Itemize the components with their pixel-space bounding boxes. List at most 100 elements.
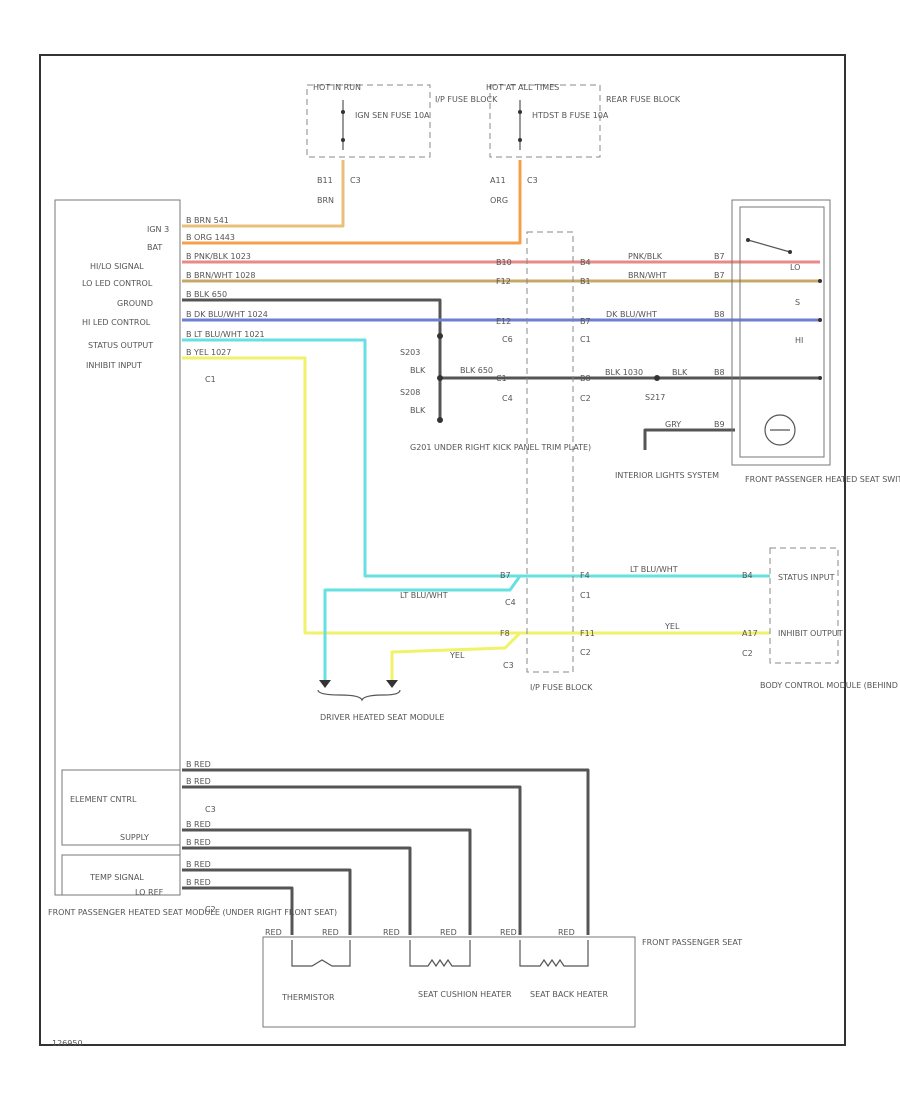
lower-w2: B RED: [186, 777, 211, 786]
wire-bat-org: [182, 160, 522, 245]
body-control-module: LT BLU/WHT B4 STATUS INPUT YEL A17 INHIB…: [630, 547, 900, 690]
wire-label-ground: B BLK 650: [186, 290, 227, 299]
switch-pin-loled: B7: [714, 271, 725, 280]
wire-label-status: B LT BLU/WHT 1021: [186, 330, 265, 339]
seat-s6: RED: [558, 928, 575, 937]
ip-status-right: F4: [580, 571, 590, 580]
label-inhibit: INHIBIT INPUT: [86, 361, 142, 370]
label-conn-c1: C1: [205, 375, 216, 384]
label-temp: TEMP SIGNAL: [89, 873, 144, 882]
ip-fuse-block: I/P FUSE BLOCK B10 F12 E12 C6 C1 C4 B4 B…: [496, 231, 595, 692]
seat-name: FRONT PASSENGER SEAT: [642, 938, 742, 947]
fuse-left-header: HOT IN RUN: [313, 83, 361, 92]
wire-gry: [643, 428, 735, 450]
ip-c2a: C2: [580, 394, 591, 403]
ip-loled-pin: F12: [496, 277, 511, 286]
bcm-inhibit-pin: A17: [742, 629, 758, 638]
wire-element-1: [182, 768, 590, 935]
switch-name: FRONT PASSENGER HEATED SEAT SWITCH: [745, 475, 900, 484]
lower-w6: B RED: [186, 878, 211, 887]
passenger-seat-module: IGN 3 BAT HI/LO SIGNAL LO LED CONTROL GR…: [48, 199, 337, 917]
heated-seat-switch: LO HI S PNK/BLK BRN/WHT DK BLU/WHT B7 B7…: [605, 199, 900, 484]
switch-blk-wire: BLK: [672, 368, 688, 377]
driver-heated-seat-module: LT BLU/WHT YEL DRIVER HEATED SEAT MODULE: [317, 591, 465, 722]
wire-label-hiled: B DK BLU/WHT 1024: [186, 310, 268, 319]
wire-driver-ltblu: [323, 575, 522, 680]
fuse-right-location: REAR FUSE BLOCK: [606, 95, 681, 104]
switch-lo: LO: [790, 263, 800, 272]
passenger-seat: RED RED RED RED RED RED THERMISTOR SEAT …: [262, 928, 742, 1028]
bcm-status-pin: B4: [742, 571, 753, 580]
switch-hiled-wire: DK BLU/WHT: [606, 310, 657, 319]
lower-w3: B RED: [186, 820, 211, 829]
interior-lights: INTERIOR LIGHTS SYSTEM: [615, 471, 719, 480]
driver-wire1: LT BLU/WHT: [400, 591, 448, 600]
splice-s1: S203: [400, 348, 420, 357]
ground-splices: S203 BLK S208 BLK G201 UNDER RIGHT KICK …: [400, 333, 591, 452]
seat-s4: RED: [440, 928, 457, 937]
label-element: ELEMENT CNTRL: [70, 795, 137, 804]
switch-gry: GRY: [665, 420, 681, 429]
fuse-left-conn: C3: [350, 176, 361, 185]
diagram-frame: [39, 54, 846, 1046]
bcm-inhibit-wire: YEL: [664, 622, 680, 631]
bcm-name: BODY CONTROL MODULE (BEHIND GLOVE BOX): [760, 681, 900, 690]
switch-lamp: [764, 414, 796, 446]
lower-w1: B RED: [186, 760, 211, 769]
wire-label-inhibit: B YEL 1027: [186, 348, 231, 357]
wire-driver-yel: [390, 631, 522, 680]
switch-hi: HI: [795, 336, 803, 345]
splice-blk-wire: BLK 650: [460, 366, 493, 375]
label-loled: LO LED CONTROL: [82, 279, 153, 288]
ip-right-blk: B8: [580, 374, 591, 383]
ground-g201: G201 UNDER RIGHT KICK PANEL TRIM PLATE): [410, 443, 591, 452]
switch-pin-hilo: B7: [714, 252, 725, 261]
label-conn-c3: C3: [205, 805, 216, 814]
bat-fuse: HOT AT ALL TIMES HTDST B FUSE 10A REAR F…: [486, 83, 681, 205]
label-ground: GROUND: [117, 299, 153, 308]
seat-s1: RED: [265, 928, 282, 937]
switch-pin-gnd: B8: [714, 368, 725, 377]
label-conn-c2: C2: [205, 905, 216, 914]
ip-c4: C4: [502, 394, 513, 403]
wire-supply-2: [182, 846, 412, 935]
ip-hiled-pin: E12: [496, 317, 511, 326]
ip-c6a: C6: [502, 335, 513, 344]
fuse-left-location: I/P FUSE BLOCK: [435, 95, 498, 104]
fuse-right-header: HOT AT ALL TIMES: [486, 83, 559, 92]
switch-loled-wire: BRN/WHT: [628, 271, 667, 280]
ip-c1b: C1: [580, 335, 591, 344]
wire-supply-1: [182, 828, 472, 935]
ip-hilo-pin: B10: [496, 258, 512, 267]
ip-inhibit-right: F11: [580, 629, 595, 638]
fuse-right-pin: A11: [490, 176, 506, 185]
fuse-left-name: IGN SEN FUSE 10A: [355, 111, 430, 120]
ign-fuse: HOT IN RUN IGN SEN FUSE 10A I/P FUSE BLO…: [306, 83, 498, 205]
back-label: SEAT BACK HEATER: [530, 990, 608, 999]
lower-w5: B RED: [186, 860, 211, 869]
switch-pin-gry: B9: [714, 420, 725, 429]
wire-status-ltblu: [182, 338, 770, 578]
label-supply: SUPPLY: [120, 833, 149, 842]
seat-s3: RED: [383, 928, 400, 937]
label-bat: BAT: [147, 243, 162, 252]
ip-right-loled: B1: [580, 277, 591, 286]
splice-s2: S208: [400, 388, 420, 397]
fuse-right-conn: C3: [527, 176, 538, 185]
ip-c4b: C4: [505, 598, 516, 607]
wire-label-loled: B BRN/WHT 1028: [186, 271, 255, 280]
cushion-label: SEAT CUSHION HEATER: [418, 990, 512, 999]
ip-inhibit-pin: F8: [500, 629, 510, 638]
switch-blk2: BLK 1030: [605, 368, 643, 377]
fuse-left-pin: B11: [317, 176, 333, 185]
switch-s: S: [795, 298, 800, 307]
wire-label-hilo: B PNK/BLK 1023: [186, 252, 251, 261]
label-hiled: HI LED CONTROL: [82, 318, 151, 327]
seat-s2: RED: [322, 928, 339, 937]
wire-labels: B BRN 541 B ORG 1443 B PNK/BLK 1023 B BR…: [186, 216, 268, 357]
bcm-c2: C2: [742, 649, 753, 658]
switch-splice: S217: [645, 393, 665, 402]
label-hilo: HI/LO SIGNAL: [90, 262, 144, 271]
footer-code: 126950: [52, 1039, 83, 1048]
